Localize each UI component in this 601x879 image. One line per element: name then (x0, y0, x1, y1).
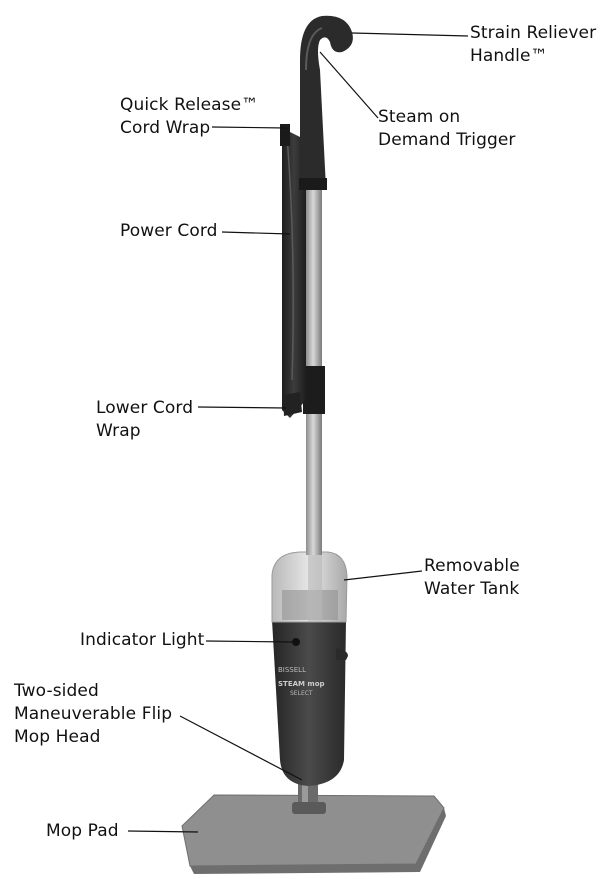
label-mop-pad: Mop Pad (46, 821, 119, 841)
leader-mop-pad (127, 830, 199, 833)
mop-pad (181, 794, 446, 874)
leader-quick-release (211, 126, 287, 129)
leader-power-cord (221, 231, 291, 235)
leader-strain-reliever (351, 32, 469, 37)
brand-logo: BISSELL (278, 666, 306, 674)
label-lower-cord-wrap: Lower Cord Wrap (96, 398, 194, 441)
label-indicator-light: Indicator Light (80, 630, 205, 650)
label-steam-on-demand-trigger: Steam on Demand Trigger (378, 107, 516, 150)
indicator-light-icon (292, 638, 300, 646)
quick-release-hook (280, 124, 290, 146)
leader-water-tank (343, 570, 423, 581)
model-variant: SELECT (290, 690, 313, 697)
label-removable-water-tank: Removable Water Tank (424, 556, 520, 599)
lower-cord-wrap-hook (283, 392, 302, 416)
water-tank (271, 540, 348, 623)
mop-body: BISSELL STEAM mop SELECT (272, 620, 348, 786)
leader-lines (127, 32, 469, 833)
mop-shaft (303, 185, 325, 555)
label-flip-mop-head: Two-sided Maneuverable Flip Mop Head (14, 681, 173, 747)
model-name: STEAM mop (278, 680, 325, 688)
power-cord-bundle (280, 124, 306, 418)
leader-indicator-light (205, 640, 293, 643)
leader-lower-cord-wrap (197, 406, 287, 409)
label-power-cord: Power Cord (120, 221, 218, 241)
leader-mop-head (179, 715, 303, 781)
lower-collar (303, 366, 325, 414)
label-quick-release-cord-wrap: Quick Release™ Cord Wrap (120, 95, 259, 138)
strain-reliever-handle (299, 15, 353, 190)
leader-steam-trigger (319, 51, 379, 119)
side-button (336, 648, 348, 660)
label-strain-reliever-handle: Strain Reliever Handle™ (470, 23, 597, 66)
